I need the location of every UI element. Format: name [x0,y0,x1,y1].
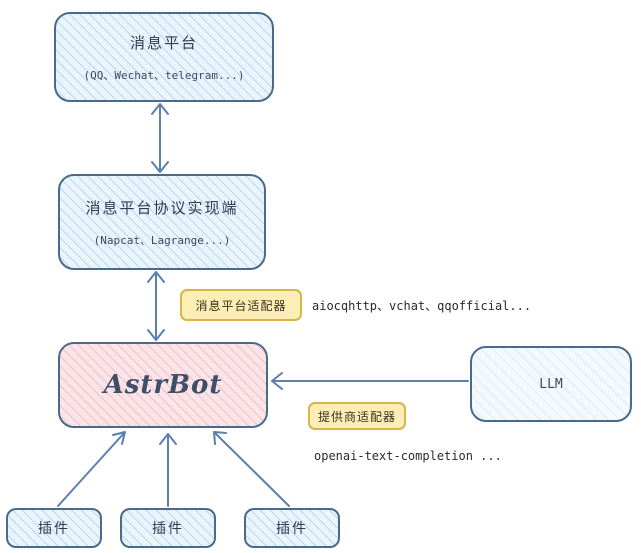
platform-adapter-examples: aiocqhttp、vchat、qqofficial... [312,299,532,313]
arrow-protocol-astrbot [147,271,165,341]
protocol-impl-subtitle: (Napcat、Lagrange...) [93,233,231,247]
plugin-node: 插件 [6,508,102,548]
plugin-node: 插件 [244,508,340,548]
messaging-platform-title: 消息平台 [129,33,198,52]
arrow-plugin-2-astrbot [159,433,177,507]
llm-node: LLM [470,346,632,422]
llm-title: LLM [539,376,563,392]
provider-adapter-examples: openai-text-completion ... [314,449,502,463]
arrow-llm-astrbot [271,372,469,390]
plugin-label: 插件 [276,521,308,537]
astrbot-title: AstrBot [103,370,223,400]
arrow-plugin-3-astrbot [213,431,290,507]
protocol-impl-node: 消息平台协议实现端 (Napcat、Lagrange...) [58,174,266,270]
protocol-impl-title: 消息平台协议实现端 [85,198,239,217]
provider-adapter-label: 提供商适配器 [317,409,396,424]
plugin-label: 插件 [38,521,70,537]
plugin-label: 插件 [152,521,184,537]
astrbot-core-node: AstrBot [58,342,268,428]
arrow-plugin-1-astrbot [57,431,126,507]
arrow-platform-protocol [151,103,169,173]
plugin-node: 插件 [120,508,216,548]
messaging-platform-node: 消息平台 (QQ、Wechat、telegram...) [54,12,274,102]
platform-adapter-tag: 消息平台适配器 [180,289,302,321]
platform-adapter-label: 消息平台适配器 [195,298,287,313]
messaging-platform-subtitle: (QQ、Wechat、telegram...) [83,68,245,82]
provider-adapter-tag: 提供商适配器 [308,402,406,430]
